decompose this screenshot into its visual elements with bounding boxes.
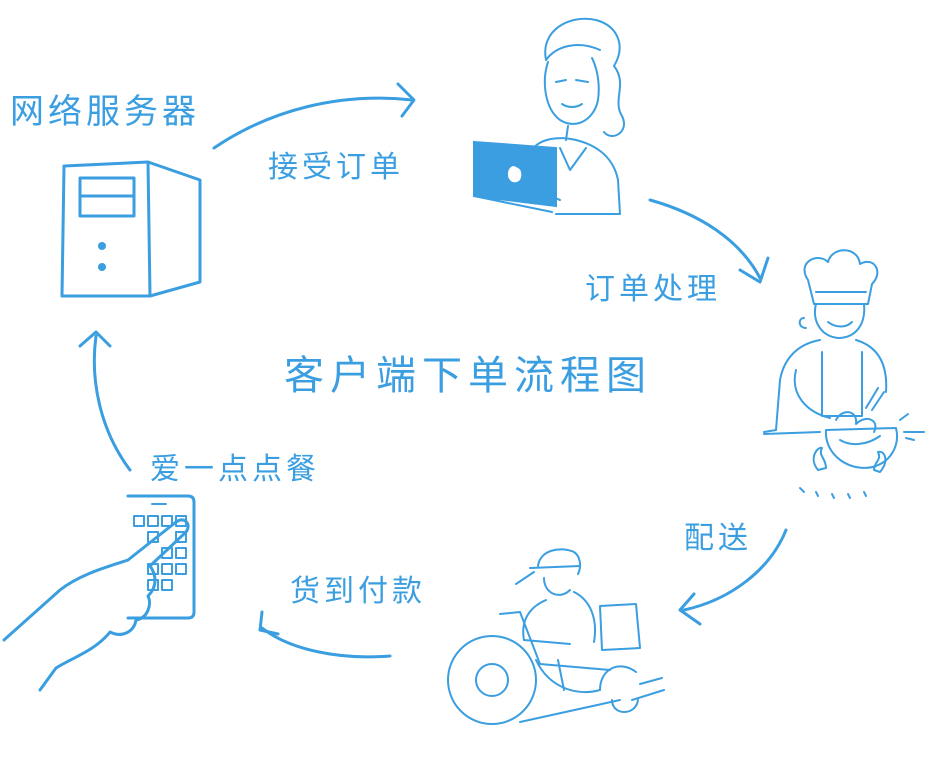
woman-with-laptop-illustration	[473, 17, 625, 215]
arrow-kitchen-to-courier	[678, 528, 788, 626]
cash-on-delivery-label: 货到付款	[290, 574, 426, 609]
delivery-label: 配送	[684, 521, 752, 556]
process-order-label: 订单处理	[585, 272, 721, 307]
arrow-service-to-kitchen	[648, 198, 770, 284]
chef-cooking-illustration	[763, 249, 925, 499]
arrow-courier-to-customer	[258, 610, 392, 659]
arrow-customer-to-server	[78, 330, 132, 472]
server-label: 网络服务器	[10, 92, 200, 132]
hand-tapping-phone-illustration	[2, 494, 196, 692]
arrow-server-to-service	[212, 82, 416, 150]
accept-order-label: 接受订单	[268, 150, 404, 185]
server-tower-icon	[60, 160, 202, 298]
diagram-title: 客户端下单流程图	[284, 353, 652, 399]
place-order-label: 爱一点点餐	[150, 452, 320, 487]
motorcycle-courier-illustration	[447, 548, 665, 725]
